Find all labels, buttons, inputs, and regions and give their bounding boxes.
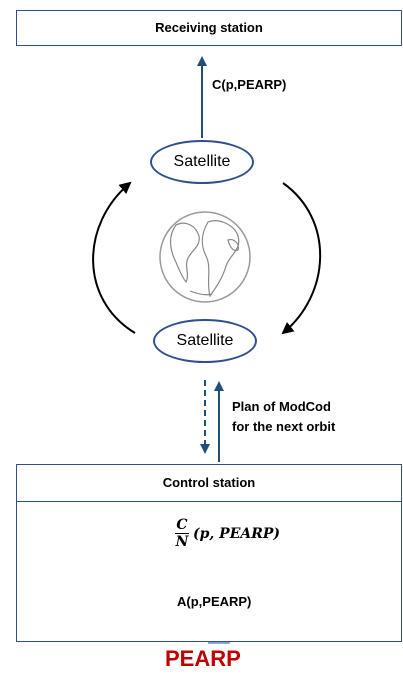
downlink-label: C(p,PEARP) (212, 77, 287, 92)
cn-formula: C N (p, PEARP) (175, 517, 280, 550)
plan-label-line1: Plan of ModCod (232, 399, 331, 414)
formula-args: (p, PEARP) (193, 525, 281, 542)
receiving-station-title: Receiving station (155, 20, 263, 35)
satellite-bottom: Satellite (153, 319, 257, 363)
control-station-box: Control station C N (p, PEARP) A(p,PEARP… (16, 464, 402, 642)
control-station-title: Control station (162, 475, 256, 490)
receiving-station-box: Receiving station (16, 10, 402, 46)
pearp-label: PEARP (165, 646, 241, 671)
formula-numerator: C (176, 517, 188, 533)
satellite-top: Satellite (150, 140, 254, 184)
globe-icon (159, 211, 251, 303)
fraction-bar (175, 533, 189, 534)
orbit-arrow-right (281, 182, 322, 335)
input-label: A(p,PEARP) (177, 594, 252, 609)
control-station-divider (17, 501, 401, 502)
formula-denominator: N (175, 534, 189, 550)
orbit-arrow-left (92, 181, 136, 334)
plan-label-line2: for the next orbit (232, 419, 336, 434)
